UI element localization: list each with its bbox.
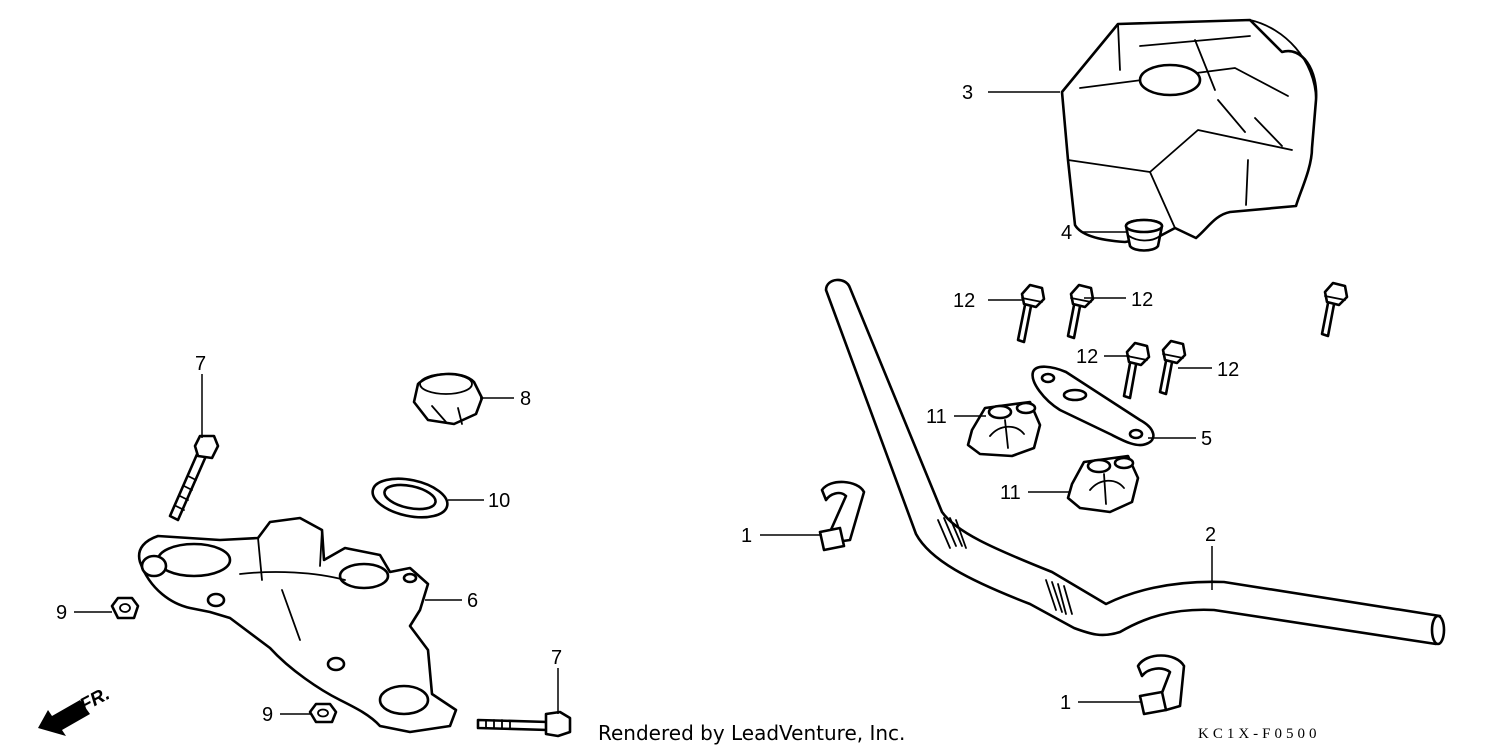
part-12-bolt-b[interactable] <box>1066 283 1095 340</box>
callout-7-b: 7 <box>551 647 562 669</box>
callout-9-b: 9 <box>262 704 273 726</box>
part-12-bolt-e[interactable] <box>1016 283 1046 344</box>
part-11-holder-upper-b[interactable] <box>1066 454 1140 514</box>
callout-12-b: 12 <box>1131 289 1153 311</box>
callout-1-b: 1 <box>1060 692 1071 714</box>
part-10-washer[interactable] <box>369 472 451 523</box>
part-12-bolt-c[interactable] <box>1122 341 1151 400</box>
part-1-clip-b[interactable] <box>1136 654 1186 716</box>
part-6-top-bridge[interactable] <box>137 516 458 734</box>
leader-lines <box>74 91 1213 715</box>
callout-3: 3 <box>962 82 973 104</box>
part-12-bolt-a[interactable] <box>1320 281 1349 338</box>
part-9-nut-b[interactable] <box>308 702 338 724</box>
callout-9-a: 9 <box>56 602 67 624</box>
callout-12-d: 12 <box>1217 359 1239 381</box>
part-3-handlebar-cover[interactable] <box>1060 18 1318 244</box>
part-5-clamp-plate[interactable] <box>1031 365 1155 447</box>
part-4-grommet[interactable] <box>1124 218 1164 252</box>
part-2-handlebar[interactable] <box>824 278 1446 646</box>
callout-2: 2 <box>1205 524 1216 546</box>
callout-12-c: 12 <box>1076 346 1098 368</box>
part-7-pinch-bolt-lower[interactable] <box>476 710 572 738</box>
front-direction-arrow: FR. <box>38 684 113 736</box>
callout-5: 5 <box>1201 428 1212 450</box>
callout-10: 10 <box>488 490 510 512</box>
part-11-holder-upper-a[interactable] <box>966 400 1042 458</box>
callout-12-a: 12 <box>953 290 975 312</box>
callout-6: 6 <box>467 590 478 612</box>
callout-11-a: 11 <box>926 406 947 428</box>
callout-11-b: 11 <box>1000 482 1021 504</box>
part-7-pinch-bolt-upper[interactable] <box>168 434 220 522</box>
part-1-clip-a[interactable] <box>818 480 866 552</box>
part-9-nut-a[interactable] <box>110 596 140 620</box>
callout-4: 4 <box>1061 222 1072 244</box>
credit-text: Rendered by LeadVenture, Inc. <box>598 721 905 745</box>
part-12-bolt-d[interactable] <box>1158 339 1187 396</box>
callout-7-a: 7 <box>195 353 206 375</box>
callout-labels: 3 4 12 12 12 12 11 5 11 2 1 1 8 10 7 6 9… <box>56 82 1239 726</box>
part-8-stem-nut[interactable] <box>412 372 484 426</box>
drawing-code: KC1X-F0500 <box>1198 726 1321 742</box>
callout-8: 8 <box>520 388 531 410</box>
callout-1-a: 1 <box>741 525 752 547</box>
